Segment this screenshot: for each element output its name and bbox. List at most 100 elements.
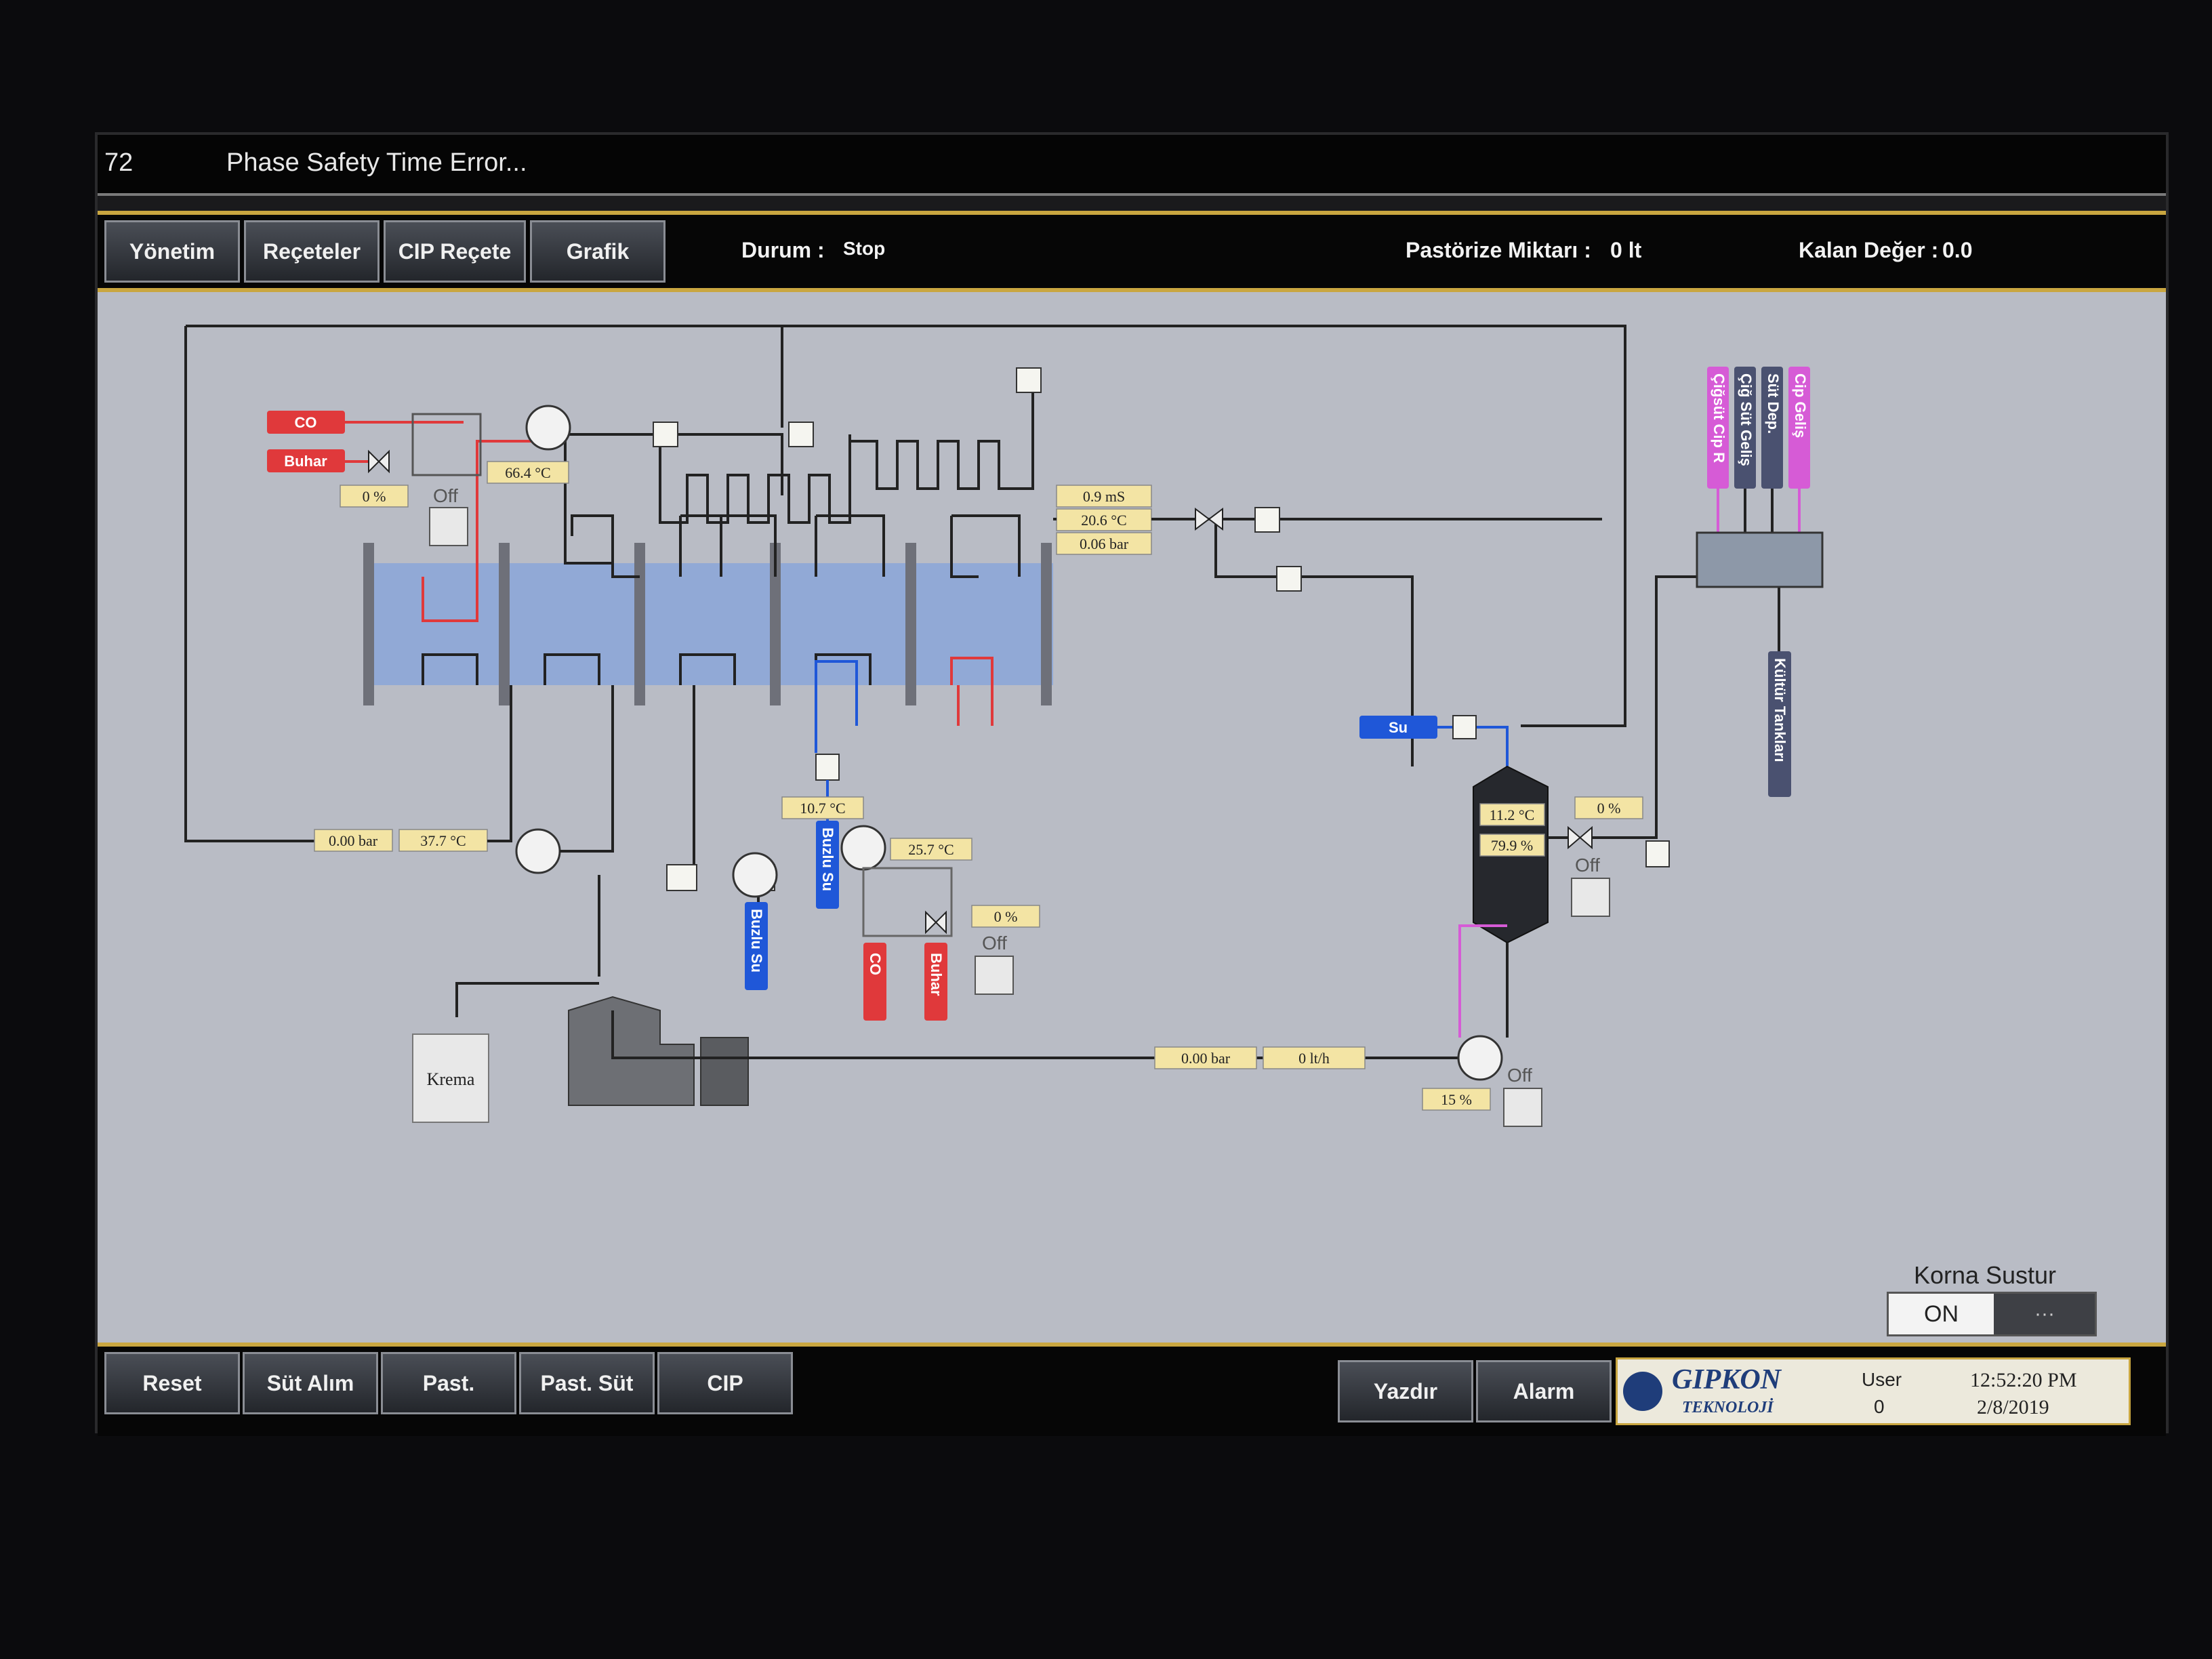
alarm-bar[interactable]: 72 Phase Safety Time Error... — [98, 135, 2166, 196]
inlet-pressure: 0.00 bar — [329, 832, 378, 849]
pressure-tag — [1154, 1046, 1257, 1069]
inlet-temp: 37.7 °C — [420, 832, 466, 849]
co-left-text: CO — [295, 414, 317, 431]
temp-tag — [781, 796, 864, 819]
pump-pct-tag — [1422, 1088, 1491, 1111]
calculator-icon[interactable] — [429, 507, 468, 546]
valve-block[interactable] — [1645, 840, 1670, 867]
steam-left-off: Off — [433, 485, 458, 506]
pressure-tag — [1056, 532, 1152, 555]
outlet-conductivity: 0.9 mS — [1083, 488, 1125, 505]
bottom-navigation: Reset Süt Alım Past. Past. Süt CIP Yazdı… — [98, 1343, 2166, 1436]
manifold-lines — [1744, 489, 1780, 651]
tank-outlet-pipe — [1548, 575, 1724, 839]
flow-tag — [1263, 1046, 1366, 1069]
temp-tag — [890, 838, 972, 861]
steam-line — [345, 421, 464, 463]
kultur-tag — [1768, 651, 1791, 797]
calculator-icon[interactable] — [1571, 878, 1610, 917]
user-value: 0 — [1874, 1396, 1885, 1417]
past-sut-button[interactable]: Past. Süt — [519, 1352, 655, 1414]
outlet-pressure: 0.06 bar — [1080, 535, 1129, 552]
horn-toggle[interactable]: ON ··· — [1887, 1292, 2097, 1336]
valve-block[interactable] — [653, 422, 678, 447]
yazdir-button[interactable]: Yazdır — [1338, 1360, 1473, 1422]
valve-block[interactable] — [666, 864, 697, 891]
steam-heat-exchanger[interactable] — [411, 413, 482, 476]
hot-section-exchanger[interactable] — [862, 867, 953, 937]
buzlu-su-a-text: Buzlu Su — [748, 909, 765, 972]
co-left-label — [267, 411, 345, 434]
exchanger-plates — [363, 543, 1052, 705]
vertical-label-0: Çiğsüt Cip R — [1711, 373, 1727, 463]
horn-title: Korna Sustur — [1913, 1261, 2057, 1289]
alarm-button[interactable]: Alarm — [1476, 1360, 1612, 1422]
durum-label: Durum : — [741, 238, 825, 262]
receteler-button[interactable]: Reçeteler — [244, 220, 380, 283]
calculator-icon[interactable] — [975, 956, 1014, 995]
su-text: Su — [1389, 719, 1408, 736]
user-label: User — [1862, 1369, 1902, 1390]
feed-pump-pct: 15 % — [1441, 1091, 1472, 1108]
pastorize-value: 0 lt — [1610, 238, 1642, 262]
inlet-connector — [487, 685, 512, 842]
temp-tag — [398, 829, 488, 852]
steam-valve-icon[interactable] — [368, 449, 390, 474]
balance-tank-pump-icon[interactable] — [1457, 1035, 1503, 1081]
reset-button[interactable]: Reset — [104, 1352, 240, 1414]
tank-temp: 11.2 °C — [1490, 806, 1535, 823]
yonetim-button[interactable]: Yönetim — [104, 220, 240, 283]
level-tag — [1479, 834, 1545, 857]
valve-block[interactable] — [1276, 566, 1302, 592]
hot-water-pump-icon[interactable] — [525, 405, 571, 451]
holding-tube-2 — [848, 380, 1034, 490]
grafik-button[interactable]: Grafik — [530, 220, 665, 283]
vertical-label-3: Cip Geliş — [1792, 373, 1809, 438]
past-button[interactable]: Past. — [381, 1352, 516, 1414]
krema-tank[interactable] — [412, 1033, 489, 1123]
ice-water-pump-icon[interactable] — [732, 852, 778, 898]
process-diagram: CO Buhar 66.4 °C 0 % Off 0.00 bar 37.7 °… — [98, 292, 2166, 1343]
cip-lines — [1717, 489, 1801, 536]
cip-recete-button[interactable]: CIP Reçete — [384, 220, 526, 283]
steam-left-temp: 66.4 °C — [505, 464, 550, 481]
divert-valve-icon[interactable] — [1195, 508, 1223, 531]
cip-line — [1458, 924, 1507, 1038]
kalan-value: 0.0 — [1942, 238, 1973, 262]
hmi-screen: 72 Phase Safety Time Error... Yönetim Re… — [95, 132, 2169, 1436]
heating-loop — [950, 657, 994, 726]
hot-section-pump-icon[interactable] — [840, 825, 886, 871]
outlet-pipe — [1053, 518, 1602, 766]
plate-heat-exchanger[interactable] — [372, 563, 1053, 685]
valve-block[interactable] — [1254, 507, 1280, 533]
steam-valve-icon[interactable] — [925, 910, 947, 935]
horn-dots: ··· — [2034, 1303, 2055, 1325]
su-tag — [1359, 716, 1437, 739]
tank-level: 79.9 % — [1491, 837, 1533, 854]
horn-on-state: ON — [1889, 1294, 1994, 1334]
hot-section-temp: 25.7 °C — [908, 841, 954, 858]
co-right-text: CO — [867, 953, 884, 975]
feed-pump-icon[interactable] — [515, 828, 561, 874]
vertical-label-1: Çiğ Süt Geliş — [1738, 373, 1755, 466]
calculator-icon[interactable] — [1503, 1088, 1542, 1127]
valve-block[interactable] — [1452, 715, 1477, 739]
valve-pct-tag — [971, 905, 1040, 928]
cip-button[interactable]: CIP — [657, 1352, 793, 1414]
buhar-left-label — [267, 449, 345, 472]
valve-block[interactable] — [1016, 367, 1042, 393]
temp-tag — [487, 461, 569, 484]
sut-alim-button[interactable]: Süt Alım — [243, 1352, 378, 1414]
flow-manifold[interactable] — [1696, 531, 1824, 588]
feed-flow: 0 lt/h — [1298, 1050, 1330, 1067]
valve-block[interactable] — [815, 754, 840, 781]
water-line — [1437, 726, 1509, 766]
separator-machine[interactable] — [568, 996, 695, 1106]
valve-block[interactable] — [788, 422, 814, 447]
main-loop-pipe — [186, 325, 1626, 727]
tank-valve-icon[interactable] — [1568, 825, 1593, 850]
temp-tag — [1479, 803, 1545, 826]
exchanger-upper-loops — [571, 514, 1021, 578]
buzlu-su-b-text: Buzlu Su — [819, 827, 836, 891]
exchanger-pipe — [564, 434, 614, 565]
